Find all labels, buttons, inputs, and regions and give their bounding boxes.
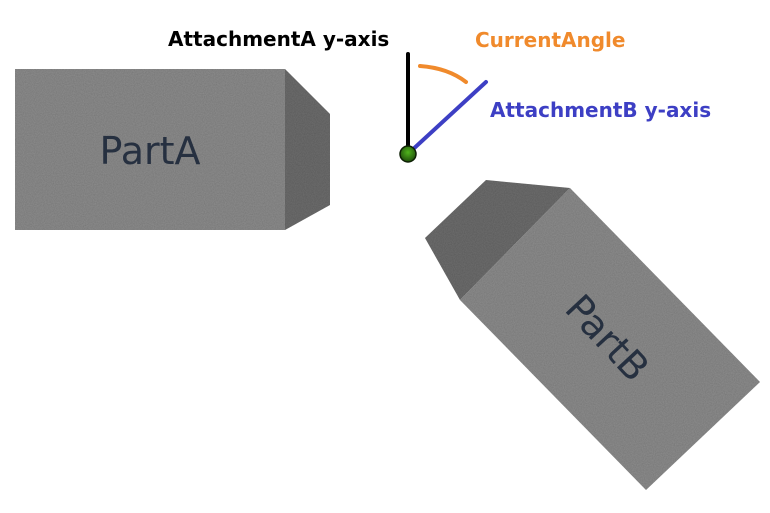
part-b-block: PartB bbox=[425, 180, 760, 490]
part-b-side-face bbox=[425, 180, 570, 300]
part-a-label: PartA bbox=[99, 129, 200, 173]
part-a-side-face bbox=[285, 69, 330, 230]
part-a-block: PartA bbox=[15, 69, 330, 230]
attachment-a-label: AttachmentA y-axis bbox=[168, 27, 389, 51]
current-angle-arc bbox=[418, 64, 468, 84]
part-a-top-face bbox=[15, 69, 285, 230]
attachment-b-label: AttachmentB y-axis bbox=[490, 98, 711, 122]
current-angle-label: CurrentAngle bbox=[475, 28, 625, 52]
part-b-top-face bbox=[460, 188, 760, 490]
attachment-b-axis-line bbox=[408, 80, 488, 154]
pivot-point bbox=[399, 145, 417, 163]
